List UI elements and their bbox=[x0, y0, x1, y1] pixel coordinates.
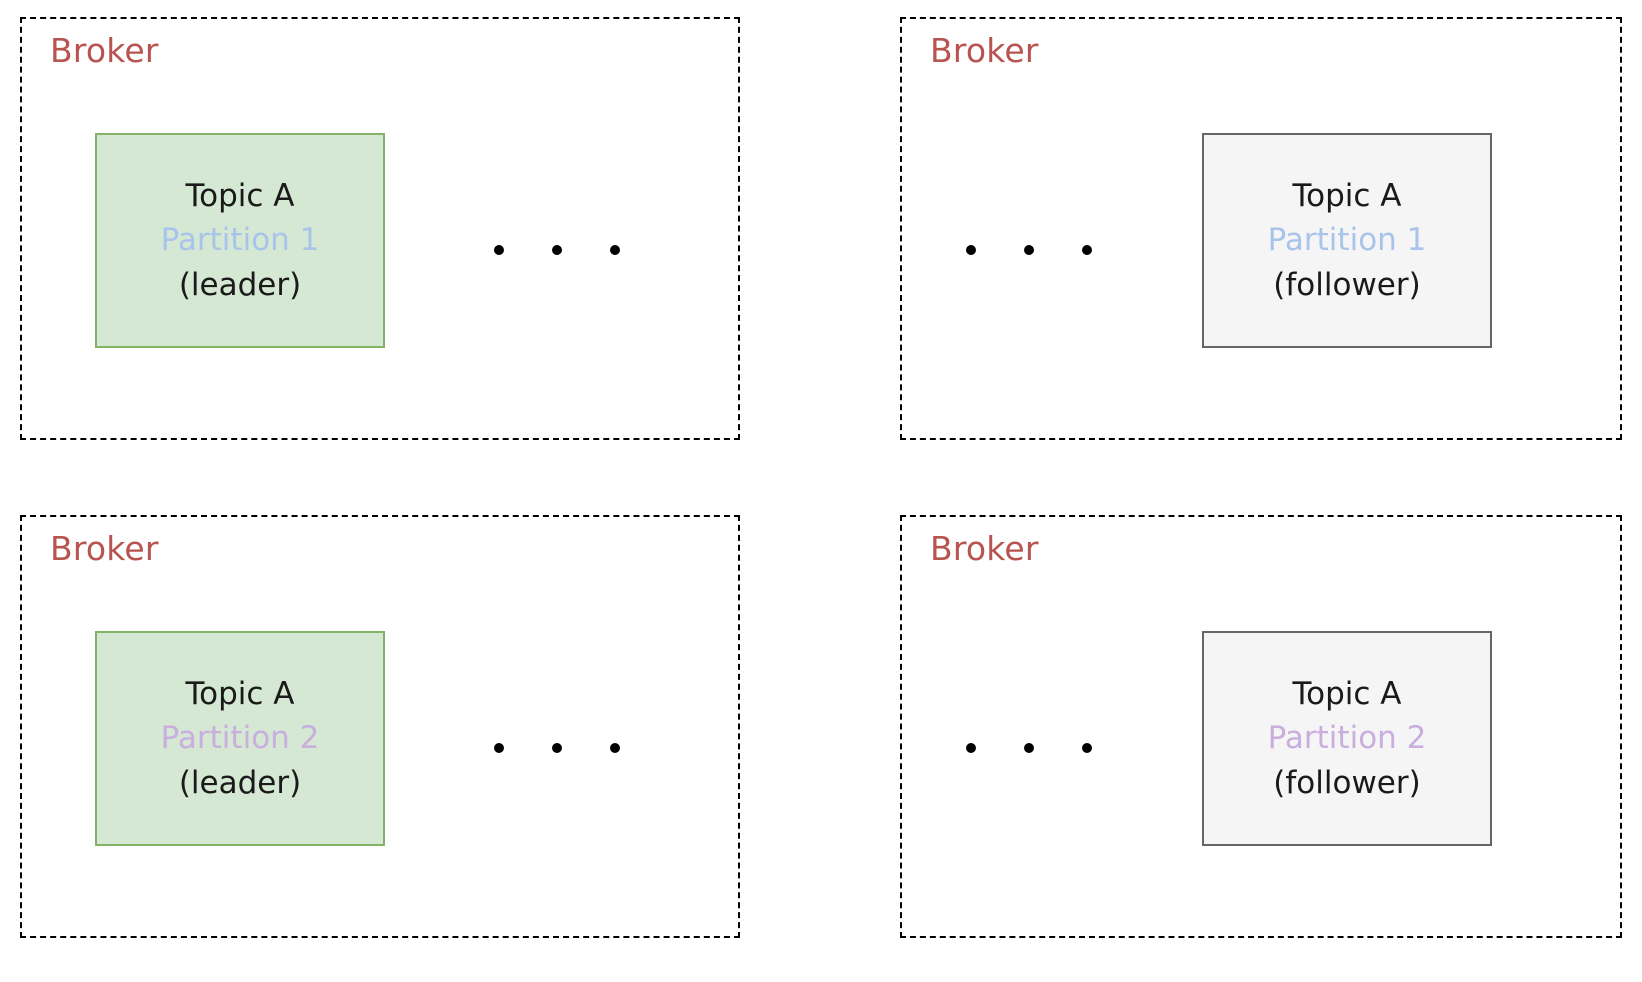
dot-icon bbox=[1024, 743, 1034, 753]
partition-role-label: (leader) bbox=[178, 764, 302, 801]
dot-icon bbox=[966, 743, 976, 753]
broker-label: Broker bbox=[50, 31, 159, 70]
broker-bottom-left: Broker Topic A Partition 2 (leader) bbox=[20, 515, 740, 938]
partition-role-label: (leader) bbox=[178, 266, 302, 303]
partition-box-follower-p1[interactable]: Topic A Partition 1 (follower) bbox=[1202, 133, 1492, 348]
partition-box-follower-p2[interactable]: Topic A Partition 2 (follower) bbox=[1202, 631, 1492, 846]
broker-bottom-right: Broker Topic A Partition 2 (follower) bbox=[900, 515, 1622, 938]
partition-number-label: Partition 1 bbox=[160, 222, 320, 259]
dot-icon bbox=[552, 743, 562, 753]
dot-icon bbox=[494, 743, 504, 753]
dot-icon bbox=[1082, 245, 1092, 255]
ellipsis-dots bbox=[494, 743, 620, 753]
partition-topic-label: Topic A bbox=[1292, 676, 1402, 713]
partition-role-label: (follower) bbox=[1273, 266, 1421, 303]
dot-icon bbox=[1024, 245, 1034, 255]
partition-number-label: Partition 2 bbox=[160, 720, 320, 757]
dot-icon bbox=[610, 245, 620, 255]
partition-topic-label: Topic A bbox=[185, 178, 295, 215]
broker-label: Broker bbox=[930, 31, 1039, 70]
partition-number-label: Partition 1 bbox=[1267, 222, 1427, 259]
partition-topic-label: Topic A bbox=[185, 676, 295, 713]
dot-icon bbox=[966, 245, 976, 255]
ellipsis-dots bbox=[966, 245, 1092, 255]
partition-role-label: (follower) bbox=[1273, 764, 1421, 801]
partition-number-label: Partition 2 bbox=[1267, 720, 1427, 757]
broker-label: Broker bbox=[50, 529, 159, 568]
partition-topic-label: Topic A bbox=[1292, 178, 1402, 215]
dot-icon bbox=[552, 245, 562, 255]
broker-top-right: Broker Topic A Partition 1 (follower) bbox=[900, 17, 1622, 440]
ellipsis-dots bbox=[494, 245, 620, 255]
dot-icon bbox=[1082, 743, 1092, 753]
broker-top-left: Broker Topic A Partition 1 (leader) bbox=[20, 17, 740, 440]
partition-box-leader-p2[interactable]: Topic A Partition 2 (leader) bbox=[95, 631, 385, 846]
dot-icon bbox=[610, 743, 620, 753]
dot-icon bbox=[494, 245, 504, 255]
partition-box-leader-p1[interactable]: Topic A Partition 1 (leader) bbox=[95, 133, 385, 348]
broker-label: Broker bbox=[930, 529, 1039, 568]
ellipsis-dots bbox=[966, 743, 1092, 753]
